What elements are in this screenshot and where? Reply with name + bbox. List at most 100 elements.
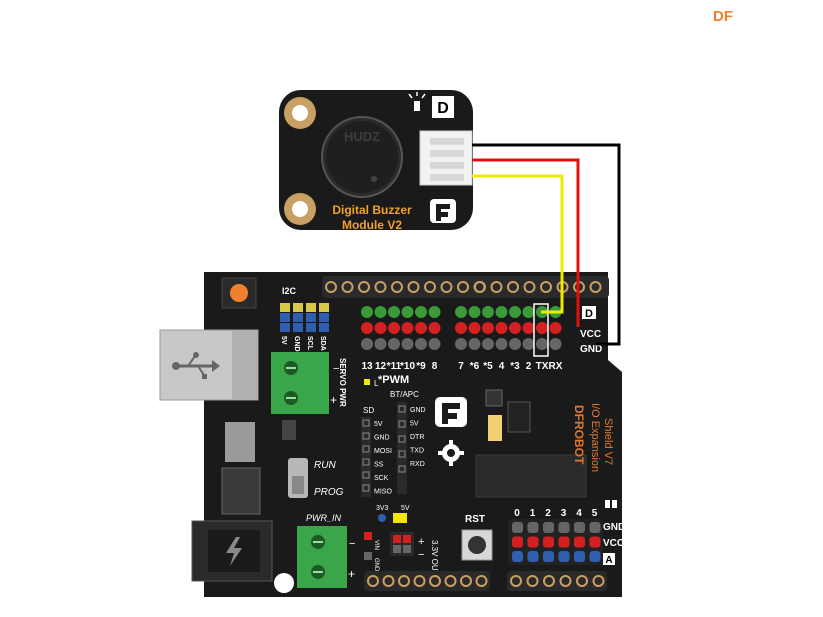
header-pin	[407, 281, 420, 293]
l-led-label: L	[374, 379, 379, 388]
mount-hole-shield	[274, 573, 294, 593]
gnd-small-pin	[364, 552, 372, 560]
analog-pin-label: 1	[530, 508, 536, 519]
servo-power-terminal	[271, 352, 329, 414]
ic-chip-large	[475, 454, 587, 498]
digital-pin	[509, 338, 521, 350]
reset-button[interactable]	[461, 529, 493, 561]
analog-pin	[589, 536, 601, 548]
digital-pin	[415, 338, 427, 350]
digital-pin	[468, 322, 481, 334]
i2c-pin	[319, 313, 329, 322]
digital-pin-label: 7	[458, 361, 464, 372]
digital-pin	[482, 322, 494, 334]
sd-pin-label: 5V	[374, 421, 383, 428]
digital-pin	[536, 338, 548, 350]
i2c-pin-label: GND	[293, 336, 300, 352]
i2c-pin-label: SDA	[319, 336, 326, 351]
out-plus: +	[418, 536, 424, 548]
pin2-highlight-box	[533, 303, 549, 357]
digital-pin-label: RX	[549, 361, 563, 372]
prog-label: PROG	[314, 487, 344, 498]
digital-pin	[361, 322, 373, 334]
digital-pin	[401, 306, 414, 318]
i2c-pin	[306, 303, 316, 312]
analog-header	[508, 519, 603, 565]
header-pin	[543, 575, 555, 587]
digital-pin-label: 4	[499, 361, 505, 372]
bt-pin-label: TXD	[410, 448, 424, 455]
gear-icon	[438, 440, 464, 466]
status-led-2	[612, 500, 617, 508]
analog-pin-label: 0	[514, 508, 520, 519]
sd-pin	[362, 458, 370, 466]
digital-pin-label: 13	[361, 361, 373, 372]
servo-pwr-label: SERVO PWR	[338, 358, 347, 407]
header-pin	[424, 281, 436, 293]
digital-pin	[455, 322, 467, 334]
digital-pin-label: 2	[526, 361, 532, 372]
analog-pin	[512, 551, 523, 562]
digital-pin	[522, 338, 535, 350]
i2c-pin	[293, 323, 303, 332]
digital-gnd-label: GND	[580, 344, 602, 355]
header-pin	[440, 281, 453, 293]
digital-pin	[428, 306, 441, 318]
transistor	[507, 401, 531, 433]
analog-pin-label: 3	[561, 508, 567, 519]
bt-pin-label: GND	[410, 407, 426, 414]
header-pin	[559, 575, 572, 587]
df-watermark: DF	[713, 8, 733, 25]
header-pin	[413, 575, 426, 587]
digital-pin-label: *3	[510, 361, 520, 372]
analog-pin	[512, 536, 523, 548]
header-pin	[526, 575, 539, 587]
buzzer-title-line1: Digital Buzzer	[332, 203, 412, 217]
orange-button	[221, 277, 257, 309]
ic-chip-small	[485, 389, 503, 407]
digital-pin	[401, 338, 414, 350]
analog-vcc-label: VCC	[603, 538, 624, 549]
buzzer-component: HUDZ	[321, 116, 403, 198]
header-pin	[444, 575, 457, 587]
i2c-pin	[280, 313, 290, 322]
shield-df-logo-icon	[435, 397, 467, 427]
digital-pin	[495, 338, 508, 350]
digital-pin	[495, 322, 508, 334]
i2c-pin	[319, 323, 329, 332]
run-prog-switch[interactable]	[288, 458, 308, 498]
header-pin	[589, 281, 602, 293]
regulator	[225, 422, 255, 462]
digital-pin-label: 12	[375, 361, 387, 372]
header-pin	[510, 575, 522, 587]
analog-gnd-label: GND	[603, 522, 625, 533]
digital-pin	[361, 338, 373, 350]
digital-d-badge-text: D	[585, 308, 593, 320]
voltage-jumper[interactable]	[378, 513, 407, 523]
digital-pin-label: *10	[400, 361, 415, 372]
usb-icon	[172, 352, 220, 379]
bt-pin	[398, 450, 406, 458]
v5-label: 5V	[401, 505, 410, 512]
capacitor	[488, 415, 502, 441]
digital-pin-label: *5	[483, 361, 493, 372]
header-pin	[507, 281, 519, 293]
brand-label: DFROBOT	[572, 405, 586, 465]
i2c-pin	[293, 313, 303, 322]
digital-pin	[536, 322, 548, 334]
analog-pin	[558, 536, 570, 548]
servo-minus-label: −	[333, 363, 339, 375]
bt-pin-label: RXD	[410, 461, 425, 468]
digital-pin	[415, 306, 427, 318]
light-icon	[408, 92, 426, 111]
digital-pin	[374, 306, 387, 318]
sd-pin	[362, 471, 370, 479]
i2c-pin	[280, 323, 290, 332]
bt-pin	[398, 405, 406, 413]
digital-pin	[468, 306, 481, 318]
digital-pin	[468, 338, 481, 350]
digital-pin	[361, 306, 373, 318]
